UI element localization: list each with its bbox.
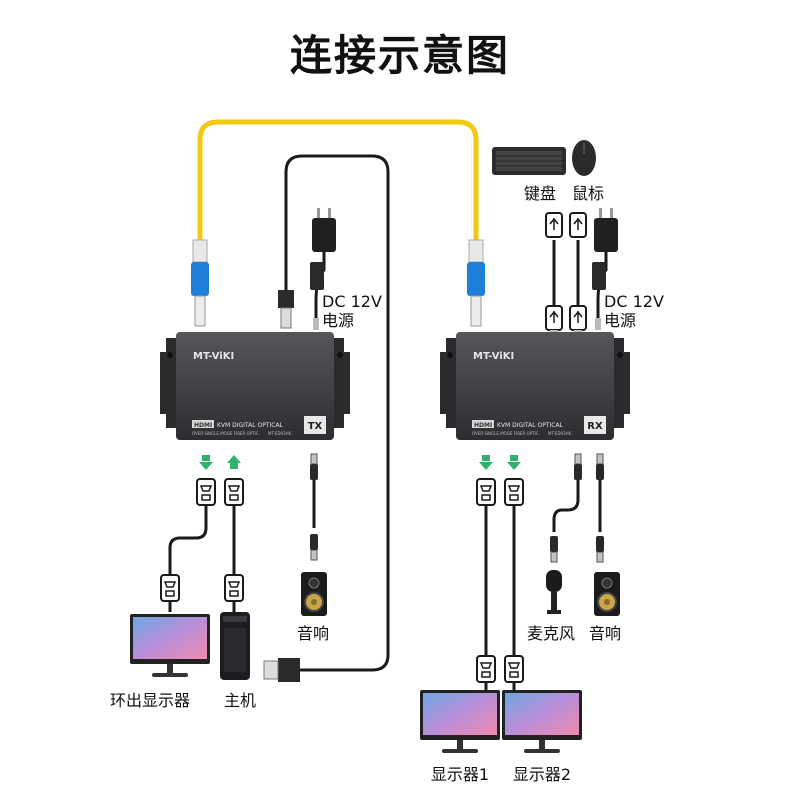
usb-connector-icon (278, 290, 294, 329)
tx-device: MT-ViKI HDMI KVM DIGITAL OPTICAL OVER SI… (160, 332, 350, 440)
monitor-icon (130, 614, 210, 677)
keyboard-label: 键盘 (524, 184, 557, 203)
arrow-out-icon (479, 455, 493, 470)
rx-mic-cable (549, 453, 583, 563)
speaker-icon (593, 571, 621, 617)
speaker-icon (300, 571, 328, 617)
fiber-connector-icon (191, 239, 209, 327)
fiber-connector-icon (467, 239, 485, 327)
rx-model-code: MT-ED03HK (548, 431, 572, 436)
tx-power-label-line2: 电源 (322, 311, 355, 330)
tx-hdmi-logo: HDMI (194, 422, 212, 429)
rx-device: MT-ViKI HDMI KVM DIGITAL OPTICAL OVER SI… (440, 332, 630, 440)
tx-sub-line: OVER SINGLE MODE FIBER OPTIC (192, 431, 259, 436)
tx-model-line: KVM DIGITAL OPTICAL (217, 422, 284, 429)
monitor-2-label: 显示器2 (512, 765, 572, 784)
mouse-usb-cable (569, 212, 587, 340)
monitor1-hdmi-cable (476, 478, 496, 690)
monitor2-hdmi-cable (504, 478, 524, 690)
monitor-icon (502, 690, 582, 753)
fiber-cable (197, 119, 479, 252)
pc-tower-icon (220, 612, 250, 680)
keyboard-usb-cable (545, 212, 563, 340)
arrow-out-icon (199, 455, 213, 470)
rx-model-line: KVM DIGITAL OPTICAL (497, 422, 564, 429)
rx-sub-line: OVER SINGLE MODE FIBER OPTIC (472, 431, 539, 436)
rx-speaker-label: 音响 (589, 624, 622, 643)
rx-brand: MT-ViKI (473, 351, 514, 362)
host-hdmi-cable (224, 478, 244, 612)
power-adapter-icon (592, 208, 618, 330)
rx-microphone-label: 麦克风 (527, 624, 576, 643)
host-label: 主机 (224, 691, 257, 710)
tx-power-label-line1: DC 12V (322, 292, 382, 311)
arrow-out-icon (507, 455, 521, 470)
mouse-label: 鼠标 (572, 184, 605, 203)
monitor-1-label: 显示器1 (430, 765, 490, 784)
tx-speaker-label: 音响 (297, 624, 330, 643)
rx-power-label-line2: 电源 (604, 311, 637, 330)
usb-cable (284, 154, 390, 672)
rx-power-label-line1: DC 12V (604, 292, 664, 311)
mouse-icon (572, 140, 596, 176)
usb-connector-icon (263, 658, 300, 682)
tx-model-code: MT-ED03HK (268, 431, 292, 436)
tx-badge: TX (308, 421, 323, 432)
arrow-in-icon (227, 455, 241, 469)
rx-hdmi-logo: HDMI (474, 422, 492, 429)
loop-hdmi-cable (160, 478, 216, 612)
keyboard-icon (492, 147, 566, 175)
monitor-icon (420, 690, 500, 753)
tx-audio-cable (309, 453, 319, 561)
page-title: 连接示意图 (289, 31, 510, 80)
tx-brand: MT-ViKI (193, 351, 234, 362)
rx-speaker-cable (595, 453, 605, 563)
power-adapter-icon (310, 208, 336, 330)
microphone-icon (546, 570, 562, 614)
rx-badge: RX (587, 421, 603, 432)
loop-monitor-label: 环出显示器 (110, 691, 191, 710)
